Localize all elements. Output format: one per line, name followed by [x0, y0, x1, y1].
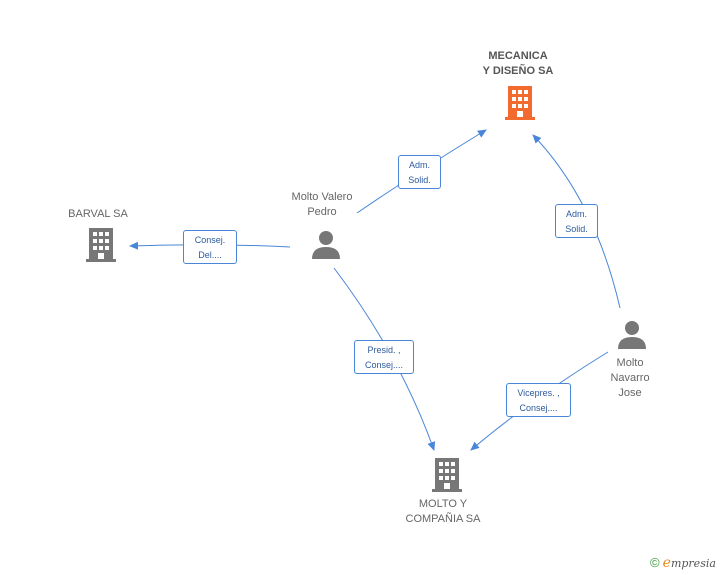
node-label-line: Pedro: [307, 206, 337, 218]
node-label-mecanica[interactable]: MECANICA Y DISEÑO SA: [468, 49, 568, 79]
node-label-line: MECANICA: [488, 50, 548, 62]
person-icon: [312, 231, 340, 259]
edge-label-pedro-molto[interactable]: Presid. , Consej....: [354, 340, 414, 374]
edge-label-line: Adm.: [565, 209, 587, 219]
node-label-barval[interactable]: BARVAL SA: [48, 207, 148, 222]
edge-label-line: Consej.: [194, 235, 226, 245]
edge-label-line: Solid.: [565, 224, 588, 234]
edge-label-line: Consej....: [519, 403, 558, 413]
node-label-pedro[interactable]: Molto Valero Pedro: [272, 190, 372, 220]
footer-brand: © empresia: [650, 555, 716, 571]
copyright-symbol: ©: [650, 555, 660, 570]
node-label-molto-cia[interactable]: MOLTO Y COMPAÑIA SA: [393, 497, 493, 527]
edge-label-line: Presid. ,: [367, 345, 401, 355]
person-icon: [618, 321, 646, 349]
edge-label-jose-molto[interactable]: Vicepres. , Consej....: [506, 383, 571, 417]
brand-name: mpresia: [670, 557, 716, 570]
node-label-line: COMPAÑIA SA: [405, 513, 481, 525]
node-label-line: Navarro: [610, 372, 650, 384]
edge-label-pedro-mecanica[interactable]: Adm. Solid.: [398, 155, 441, 189]
building-icon: [86, 228, 116, 262]
edge-label-jose-mecanica[interactable]: Adm. Solid.: [555, 204, 598, 238]
building-icon: [432, 458, 462, 492]
edge-label-line: Consej....: [364, 360, 404, 370]
node-label-line: Jose: [618, 387, 642, 399]
brand-initial: e: [662, 555, 671, 571]
edge-label-pedro-barval[interactable]: Consej. Del....: [183, 230, 237, 264]
node-label-jose[interactable]: Molto Navarro Jose: [590, 356, 670, 401]
node-label-line: MOLTO Y: [418, 498, 468, 510]
building-icon: [505, 86, 535, 120]
node-label-line: Molto Valero: [291, 191, 353, 203]
node-label-line: BARVAL SA: [68, 208, 128, 220]
node-label-line: Y DISEÑO SA: [482, 65, 554, 77]
brand-logo: empresia: [662, 555, 716, 571]
edge-label-line: Vicepres. ,: [517, 388, 560, 398]
edge-label-line: Solid.: [408, 175, 431, 185]
node-label-line: Molto: [616, 357, 644, 369]
edge-label-line: Del....: [198, 250, 222, 260]
edge-label-line: Adm.: [408, 160, 430, 170]
